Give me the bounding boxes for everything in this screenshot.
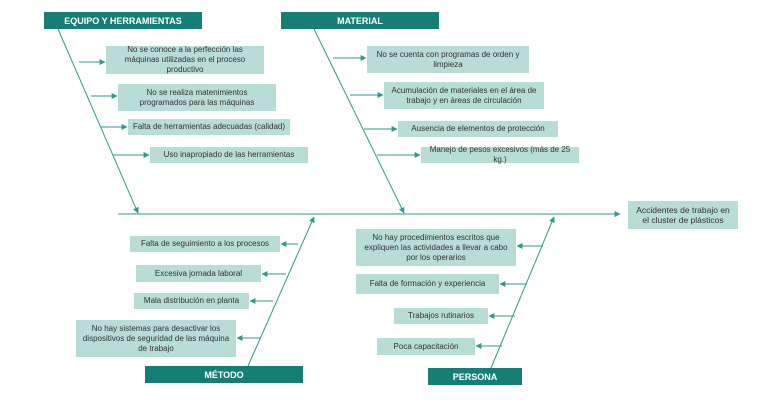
- cause-persona-1: No hay procedimientos escritos que expli…: [356, 229, 516, 266]
- bone-equipo: [57, 28, 139, 214]
- cause-material-1: No se cuenta con programas de orden y li…: [367, 46, 529, 73]
- bone-material: [313, 28, 405, 214]
- cause-material-4: Manejo de pesos excesivos (más de 25 kg.…: [421, 145, 579, 164]
- cause-equipo-3: Falta de herramientas adecuadas (calidad…: [128, 119, 290, 135]
- cause-equipo-1: No se conoce a la perfección las máquina…: [106, 45, 264, 74]
- bone-persona: [490, 216, 555, 369]
- header-equipo: EQUIPO Y HERRAMIENTAS: [44, 12, 202, 29]
- cause-equipo-2: No se realiza matenimientos programados …: [118, 84, 276, 111]
- header-material: MATERIAL: [281, 12, 439, 29]
- cause-equipo-4: Uso inapropiado de las herramientas: [150, 147, 308, 163]
- cause-persona-2: Falta de formación y experiencia: [356, 274, 499, 294]
- bone-metodo: [247, 216, 315, 367]
- cause-metodo-3: Mala distribución en planta: [134, 293, 249, 309]
- cause-metodo-1: Falta de seguimiento a los procesos: [130, 236, 280, 252]
- cause-persona-4: Poca capacitación: [377, 338, 475, 355]
- cause-metodo-4: No hay sistemas para desactivar los disp…: [76, 320, 236, 357]
- cause-persona-3: Trabajos rutinarios: [394, 308, 488, 324]
- cause-metodo-2: Excesiva jornada laboral: [136, 265, 261, 282]
- cause-material-3: Ausencia de elementos de protección: [398, 121, 558, 137]
- header-metodo: MÉTODO: [145, 366, 303, 383]
- effect-box: Accidentes de trabajo en el cluster de p…: [628, 201, 738, 229]
- cause-material-2: Acumulación de materiales en el área de …: [384, 82, 544, 109]
- header-persona: PERSONA: [428, 368, 522, 385]
